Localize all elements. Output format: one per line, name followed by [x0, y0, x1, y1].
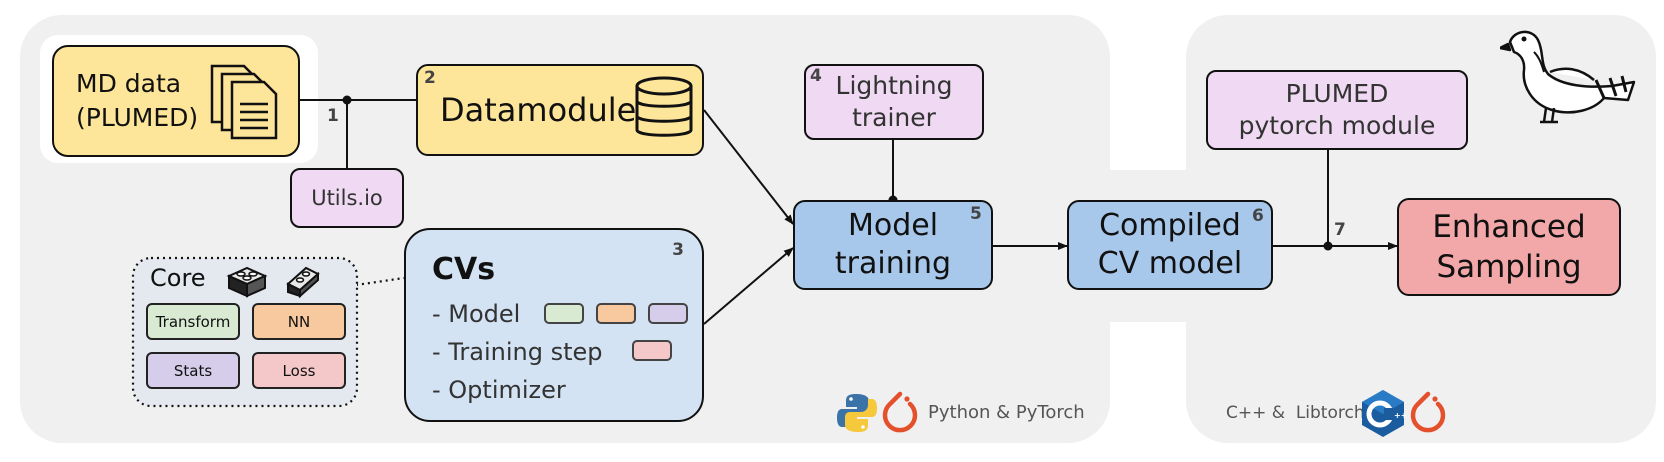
core-chip-loss: Loss — [252, 352, 346, 389]
edge-label-7: 7 — [1334, 220, 1346, 240]
plumed-module-line1: PLUMED — [1285, 79, 1389, 108]
model-training-line2: training — [834, 246, 952, 281]
lightning-line1: Lightning — [835, 71, 953, 100]
training-step-chip-loss — [632, 340, 672, 361]
enhanced-line1: Enhanced — [1432, 209, 1586, 245]
edge-label-1: 1 — [327, 106, 339, 126]
lightning-box: Lightning trainer — [804, 64, 984, 140]
model-training-box: Model training — [793, 200, 993, 290]
compiled-line2: CV model — [1097, 246, 1243, 281]
plumed-module-line2: pytorch module — [1238, 111, 1436, 140]
pytorch-logo-icon — [882, 391, 918, 433]
utils-label: Utils.io — [311, 186, 383, 210]
core-chip-stats: Stats — [146, 352, 240, 389]
model-chip-transform — [544, 303, 584, 324]
lego-brick-icon — [286, 266, 320, 298]
cpp-libtorch-label: C++ & Libtorch — [1226, 403, 1365, 423]
md-data-line2: (PLUMED) — [76, 103, 199, 132]
lightning-line2: trainer — [852, 103, 936, 132]
pigeon-icon — [1500, 30, 1636, 124]
compiled-number: 6 — [1252, 206, 1264, 226]
database-icon — [635, 76, 693, 137]
model-chip-nn — [596, 303, 636, 324]
edge-datamodule-training — [703, 109, 794, 225]
enhanced-line2: Sampling — [1436, 249, 1582, 285]
md-data-line1: MD data — [76, 69, 182, 98]
junction-dot-md — [342, 95, 352, 105]
cvs-item-optimizer: - Optimizer — [432, 376, 566, 404]
cpp-logo-icon: ++ — [1362, 390, 1406, 437]
model-chip-stats — [648, 303, 688, 324]
model-training-line1: Model — [847, 208, 939, 243]
lego-brick-icon — [226, 266, 268, 298]
datamodule-label: Datamodule — [440, 91, 637, 129]
plumed-module-box: PLUMED pytorch module — [1206, 70, 1468, 150]
utils-box: Utils.io — [290, 168, 404, 228]
compiled-line1: Compiled — [1099, 208, 1241, 243]
svg-text:++: ++ — [1394, 411, 1406, 420]
core-chip-nn: NN — [252, 303, 346, 340]
cvs-title: CVs — [432, 252, 496, 287]
edge-core-cvs — [355, 276, 405, 287]
cvs-item-training-step: - Training step — [432, 338, 603, 366]
cvs-box: CVs 3 - Model - Training step - Optimize… — [404, 228, 704, 422]
python-logo-icon — [837, 394, 877, 432]
cvs-item-model: - Model — [432, 300, 521, 328]
pytorch-logo-icon — [1410, 391, 1446, 433]
documents-icon — [210, 64, 278, 140]
junction-dot-plumed — [1323, 241, 1333, 251]
core-title: Core — [150, 264, 206, 292]
edge-cvs-training — [703, 247, 794, 325]
datamodule-number: 2 — [424, 68, 436, 88]
core-chip-transform: Transform — [146, 303, 240, 340]
lightning-number: 4 — [810, 66, 822, 86]
compiled-box: Compiled CV model — [1067, 200, 1273, 290]
python-pytorch-label: Python & PyTorch — [928, 402, 1085, 423]
model-training-number: 5 — [970, 204, 982, 224]
cvs-number: 3 — [672, 240, 684, 260]
edges — [298, 99, 1398, 325]
enhanced-sampling-box: Enhanced Sampling — [1397, 198, 1621, 296]
